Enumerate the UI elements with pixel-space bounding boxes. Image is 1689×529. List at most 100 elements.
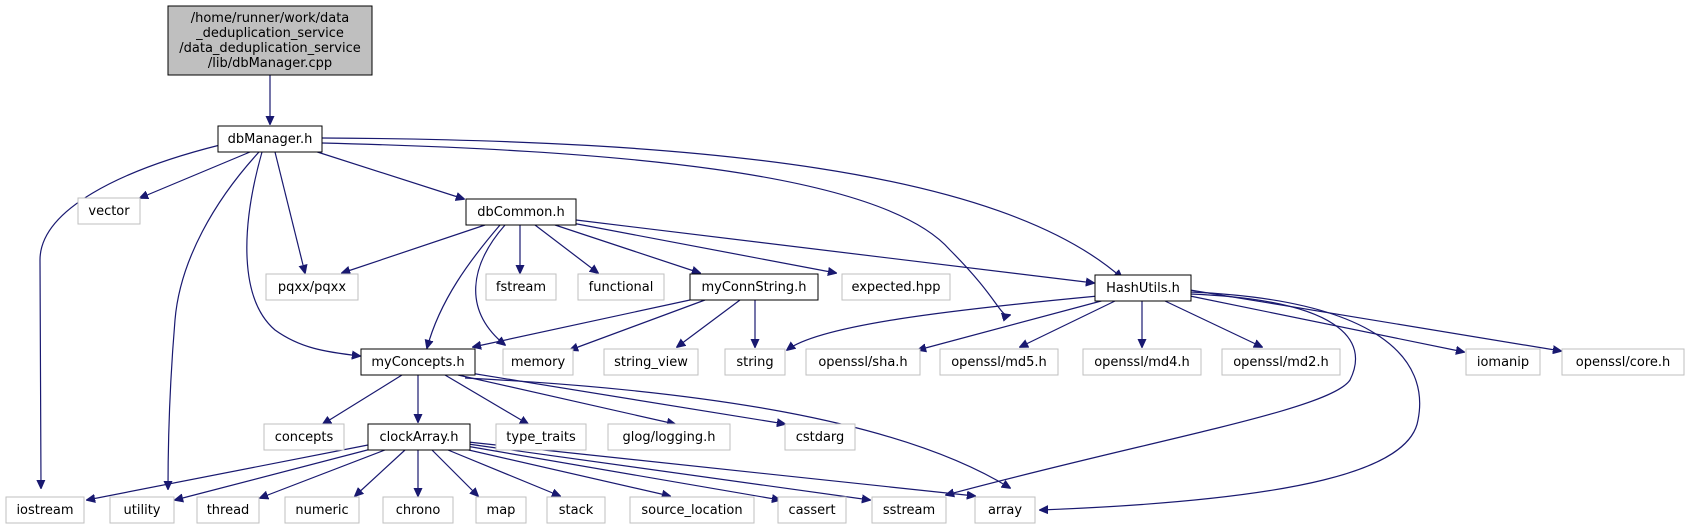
node-fstream[interactable]: fstream [485, 273, 557, 301]
node-type-traits[interactable]: type_traits [495, 423, 587, 451]
node-label: array [988, 503, 1022, 518]
edge-myconcepts-glog [457, 374, 675, 424]
node-label: HashUtils.h [1106, 281, 1180, 296]
node-iostream[interactable]: iostream [5, 496, 85, 524]
node-label: openssl/md2.h [1233, 355, 1329, 370]
node-label: cassert [788, 503, 835, 518]
edge-dbcommon-myconnstring [554, 224, 700, 273]
node-label: source_location [641, 503, 742, 518]
edges [40, 75, 1561, 510]
node-cstdarg[interactable]: cstdarg [784, 423, 856, 451]
node-thread[interactable]: thread [196, 496, 260, 524]
node-openssl-md5[interactable]: openssl/md5.h [939, 348, 1059, 376]
node-label: pqxx/pqxx [278, 280, 346, 295]
node-label: iomanip [1477, 355, 1529, 370]
edge-myconnstring-myconcepts [473, 299, 691, 347]
node-cassert[interactable]: cassert [777, 496, 847, 524]
node-label: openssl/sha.h [818, 355, 907, 370]
node-label: openssl/core.h [1576, 355, 1671, 370]
node-clockarray-h[interactable]: clockArray.h [367, 423, 471, 451]
edge-dbmanager-vector [140, 151, 251, 198]
node-label: expected.hpp [851, 280, 940, 295]
node-dbmanager-cpp[interactable]: /home/runner/work/data _deduplication_se… [167, 5, 373, 76]
node-map[interactable]: map [475, 496, 527, 524]
node-openssl-md2[interactable]: openssl/md2.h [1221, 348, 1341, 376]
edge-myconcepts-concepts [323, 374, 403, 424]
node-string-view[interactable]: string_view [603, 348, 699, 376]
edge-hashutils-md2 [1164, 300, 1262, 347]
node-label: dbCommon.h [477, 205, 564, 220]
edge-clockarray-cassert [465, 445, 780, 500]
root-label-line-2: _deduplication_service [195, 26, 344, 41]
node-myconcepts-h[interactable]: myConcepts.h [360, 348, 476, 376]
node-label: glog/logging.h [623, 430, 716, 445]
edge-dbmanager-string [321, 142, 1010, 315]
node-iomanip[interactable]: iomanip [1465, 348, 1541, 376]
edge-hashutils-array [1040, 291, 1421, 510]
node-string[interactable]: string [724, 348, 786, 376]
edge-hashutils-sstream [946, 293, 1357, 495]
edge-clockarray-map [431, 449, 478, 496]
node-label: myConcepts.h [371, 355, 464, 370]
node-openssl-core[interactable]: openssl/core.h [1561, 348, 1685, 376]
node-label: openssl/md4.h [1094, 355, 1190, 370]
node-label: cstdarg [796, 430, 845, 445]
edge-myconcepts-type-traits [444, 374, 528, 424]
edge-dbmanager-iostream [40, 144, 221, 488]
edge-hashutils-iomanip [1189, 295, 1464, 352]
edge-dbmanager-hashutils [321, 137, 1122, 278]
node-label: stack [559, 503, 594, 518]
node-label: utility [124, 503, 161, 518]
node-dbmanager-h[interactable]: dbManager.h [217, 125, 323, 153]
edge-myconnstring-memory [570, 299, 706, 350]
node-hashutils-h[interactable]: HashUtils.h [1094, 274, 1192, 302]
edge-myconnstring-string-view [677, 299, 741, 347]
node-label: sstream [883, 503, 935, 518]
nodes: /home/runner/work/data _deduplication_se… [5, 5, 1685, 524]
root-label-line-4: /lib/dbManager.cpp [208, 56, 332, 71]
node-expected-hpp[interactable]: expected.hpp [841, 273, 951, 301]
node-glog-logging[interactable]: glog/logging.h [607, 423, 731, 451]
node-vector[interactable]: vector [77, 197, 141, 225]
node-pqxx[interactable]: pqxx/pqxx [265, 273, 359, 301]
node-chrono[interactable]: chrono [382, 496, 454, 524]
node-label: vector [88, 204, 130, 219]
edge-clockarray-iostream [87, 444, 369, 500]
node-openssl-md4[interactable]: openssl/md4.h [1082, 348, 1202, 376]
node-array[interactable]: array [974, 496, 1036, 524]
node-label: dbManager.h [228, 132, 313, 147]
node-numeric[interactable]: numeric [284, 496, 360, 524]
node-dbcommon-h[interactable]: dbCommon.h [465, 198, 577, 226]
node-source-location[interactable]: source_location [629, 496, 755, 524]
edge-dbcommon-expected [571, 222, 836, 273]
node-label: openssl/md5.h [951, 355, 1047, 370]
root-label-line-3: /data_deduplication_service [179, 41, 360, 56]
node-functional[interactable]: functional [577, 273, 665, 301]
node-myconnstring-h[interactable]: myConnString.h [689, 273, 819, 301]
edge-dbmanager-utility [168, 151, 260, 489]
edge-hashutils-md5 [1020, 300, 1116, 347]
node-concepts[interactable]: concepts [263, 423, 345, 451]
node-label: clockArray.h [380, 430, 459, 445]
node-label: numeric [295, 503, 348, 518]
edge-dbcommon-hashutils [575, 219, 1094, 283]
node-label: functional [589, 280, 654, 295]
node-openssl-sha[interactable]: openssl/sha.h [805, 348, 921, 376]
node-label: map [487, 503, 516, 518]
node-sstream[interactable]: sstream [871, 496, 947, 524]
edge-clockarray-utility [175, 447, 376, 500]
edge-dbcommon-functional [534, 224, 598, 273]
node-label: type_traits [506, 430, 576, 445]
node-label: myConnString.h [701, 280, 806, 295]
node-memory[interactable]: memory [502, 348, 574, 376]
edge-clockarray-source-location [459, 447, 670, 496]
edge-clockarray-sstream [467, 443, 870, 500]
node-utility[interactable]: utility [109, 496, 175, 524]
edge-dbcommon-myconcepts [427, 224, 501, 348]
node-stack[interactable]: stack [546, 496, 606, 524]
edge-clockarray-stack [447, 449, 560, 496]
root-label-line-1: /home/runner/work/data [191, 11, 350, 26]
node-label: memory [511, 355, 566, 370]
edge-dbmanager-dbcommon [307, 148, 464, 199]
